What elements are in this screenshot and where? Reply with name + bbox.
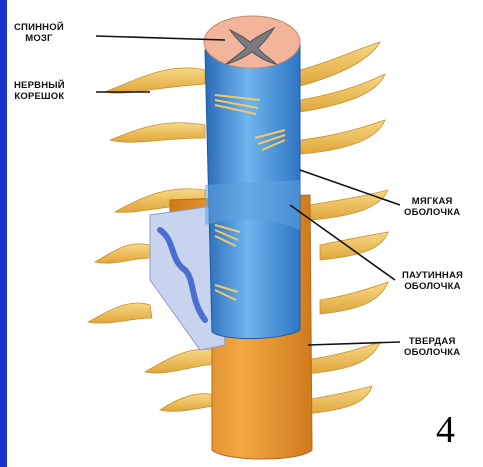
- label-spinal-cord-line2: МОЗГ: [14, 33, 64, 44]
- label-dura-mater: ТВЕРДАЯ ОБОЛОЧКА: [404, 336, 460, 358]
- label-spinal-cord-line1: СПИННОЙ: [14, 22, 64, 33]
- label-pia-mater-line1: МЯГКАЯ: [404, 196, 460, 207]
- label-nerve-root-line1: НЕРВНЫЙ: [14, 80, 65, 91]
- label-nerve-root-line2: КОРЕШОК: [14, 91, 65, 102]
- label-arachnoid-line1: ПАУТИННАЯ: [402, 270, 463, 281]
- label-arachnoid: ПАУТИННАЯ ОБОЛОЧКА: [402, 270, 463, 292]
- label-dura-mater-line1: ТВЕРДАЯ: [404, 336, 460, 347]
- label-pia-mater: МЯГКАЯ ОБОЛОЧКА: [404, 196, 460, 218]
- label-pia-mater-line2: ОБОЛОЧКА: [404, 207, 460, 218]
- slide-number: 4: [436, 408, 455, 452]
- label-nerve-root: НЕРВНЫЙ КОРЕШОК: [14, 80, 65, 102]
- label-dura-mater-line2: ОБОЛОЧКА: [404, 347, 460, 358]
- label-spinal-cord: СПИННОЙ МОЗГ: [14, 22, 64, 44]
- label-arachnoid-line2: ОБОЛОЧКА: [402, 281, 463, 292]
- nerve-roots-right: [300, 42, 388, 414]
